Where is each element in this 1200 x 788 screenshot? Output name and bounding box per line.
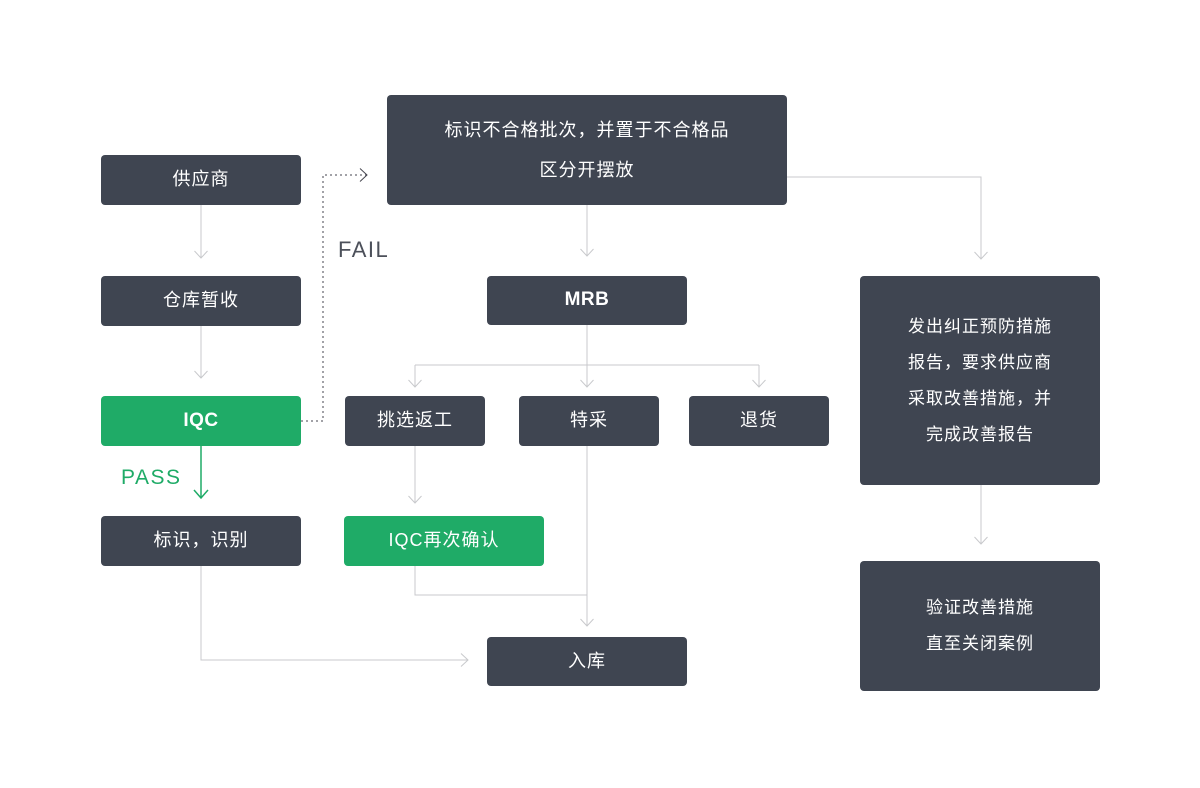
node-verify-line2: 直至关闭案例 (926, 634, 1034, 653)
edge-mark-stockin (200, 566, 469, 667)
edge-sortrework-iqcrecheck (408, 446, 422, 504)
node-nonconforming-line1: 标识不合格批次，并置于不合格品 (444, 120, 730, 140)
node-mrb: MRB (487, 276, 687, 325)
node-capa-line1: 发出纠正预防措施 (908, 316, 1052, 336)
node-nonconforming-line2: 区分开摆放 (539, 160, 635, 180)
edge-iqc-pass-mark (193, 446, 209, 500)
node-warehouse-hold: 仓库暂收 (101, 276, 301, 326)
node-iqc-recheck: IQC再次确认 (344, 516, 544, 566)
node-special-acceptance: 特采 (519, 396, 659, 446)
edge-nonconforming-capa (787, 176, 988, 260)
node-stock-in: 入库 (487, 637, 687, 686)
node-capa-line4: 完成改善报告 (926, 424, 1034, 444)
node-return-goods: 退货 (689, 396, 829, 446)
edge-warehouse-iqc (194, 326, 208, 379)
edge-label-pass: PASS (121, 466, 182, 489)
node-verify-line1: 验证改善措施 (926, 598, 1034, 617)
edge-capa-verify (974, 485, 988, 545)
node-verify-close: 验证改善措施 直至关闭案例 (860, 561, 1100, 691)
edge-label-fail: FAIL (338, 237, 390, 262)
edge-mrb-branches (408, 325, 766, 388)
node-capa-report: 发出纠正预防措施 报告，要求供应商 采取改善措施，并 完成改善报告 (860, 276, 1100, 485)
node-mark-identify: 标识，识别 (101, 516, 301, 566)
node-iqc: IQC (101, 396, 301, 446)
edge-iqcrecheck-join (414, 566, 587, 596)
edge-special-stockin (580, 446, 594, 627)
node-sort-rework: 挑选返工 (345, 396, 485, 446)
node-capa-line2: 报告，要求供应商 (908, 352, 1052, 372)
edge-iqc-fail-nonconforming (301, 168, 368, 422)
edge-nonconforming-mrb (580, 205, 594, 257)
node-nonconforming-batch: 标识不合格批次，并置于不合格品 区分开摆放 (387, 95, 787, 205)
node-supplier: 供应商 (101, 155, 301, 205)
node-capa-line3: 采取改善措施，并 (908, 388, 1052, 408)
edge-supplier-warehouse (194, 205, 208, 259)
